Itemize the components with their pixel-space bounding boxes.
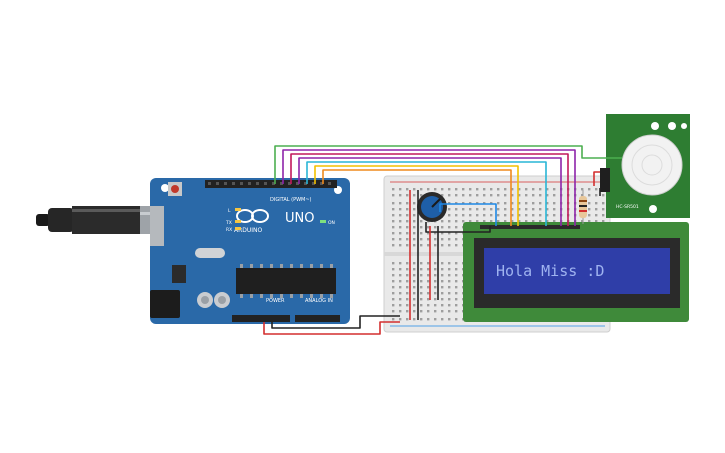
- analog-header-label: ANALOG IN: [305, 298, 333, 304]
- wires: [263, 145, 622, 335]
- wire-red-vcc: [263, 321, 400, 335]
- wire-black-gnd: [271, 315, 400, 329]
- microcontroller-chip: [236, 268, 336, 294]
- pir-connector: [600, 168, 610, 192]
- wire-blue: [439, 203, 497, 226]
- pir-label: HC-SR501: [616, 204, 639, 210]
- wire-orange: [322, 169, 512, 226]
- digital-header-label: DIGITAL (PWM~): [270, 197, 312, 203]
- wire-cyan: [306, 161, 547, 226]
- digital-header: [205, 180, 337, 188]
- lcd-module: Hola Miss :D: [463, 222, 689, 322]
- power-header: [232, 315, 290, 322]
- voltage-regulator: [172, 265, 186, 283]
- pir-dome: [621, 134, 683, 196]
- usb-cable: [36, 206, 162, 234]
- lcd-pin-header: [480, 225, 580, 229]
- lcd-text: Hola Miss :D: [496, 262, 604, 280]
- led-tx-label: TX: [225, 220, 232, 226]
- led-on-label: ON: [328, 220, 335, 226]
- potentiometer: [417, 192, 447, 222]
- power-jack: [150, 290, 180, 318]
- usb-jack: [150, 206, 164, 246]
- wire-yellow: [314, 165, 519, 226]
- arduino-model: UNO: [285, 211, 314, 226]
- wire-magenta: [290, 153, 569, 226]
- crystal-oscillator: [195, 248, 225, 258]
- arduino-brand: ARDUINO: [234, 227, 263, 234]
- arduino-uno-board: DIGITAL (PWM~) ARDUINO UNO L TX RX ON: [150, 178, 350, 324]
- analog-header: [295, 315, 340, 322]
- wire-red-pir: [593, 171, 600, 186]
- pir-sensor: HC-SR501: [600, 114, 690, 218]
- power-header-label: POWER: [266, 298, 285, 304]
- wire-purple-2: [298, 157, 562, 226]
- wire-green: [274, 145, 622, 184]
- resistor: [579, 190, 587, 224]
- led-l-label: L: [228, 208, 231, 214]
- led-rx-label: RX: [226, 227, 232, 233]
- wire-black-pot: [425, 222, 491, 233]
- wire-purple: [282, 149, 576, 226]
- arduino-logo-icon: [236, 209, 269, 223]
- lcd-screen: [484, 248, 670, 294]
